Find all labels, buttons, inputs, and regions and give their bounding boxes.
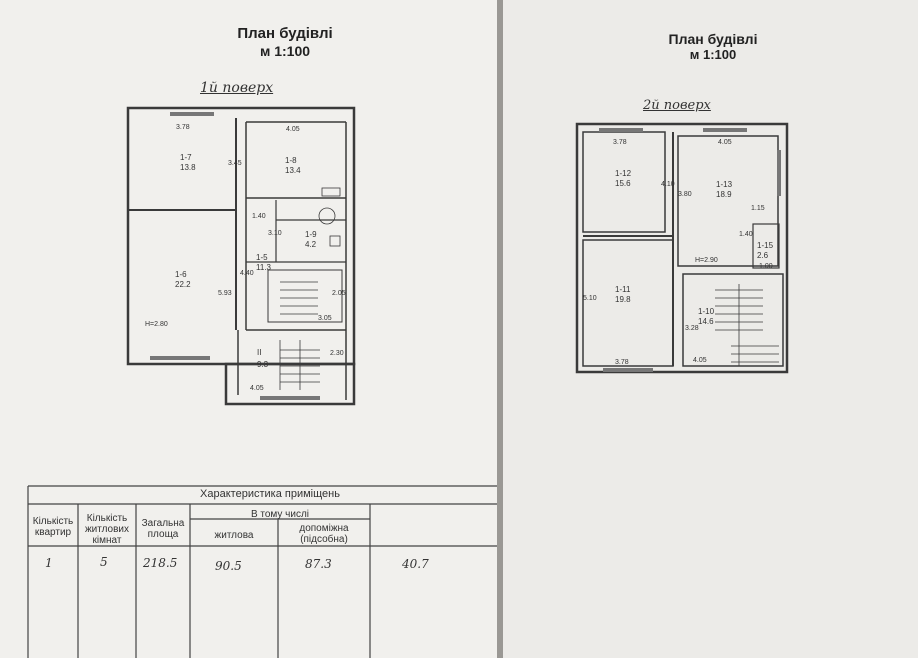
dim-right-5: 1.15 bbox=[751, 205, 765, 212]
room-1-11-area: 19.8 bbox=[615, 295, 631, 304]
header-living-rooms: Кількість житлових кімнат bbox=[84, 513, 130, 546]
header-including: В тому числі bbox=[250, 509, 310, 520]
header-total-area: Загальна площа bbox=[141, 518, 185, 540]
height-note-right: H=2.90 bbox=[695, 257, 718, 264]
room-1-5-area: 11.3 bbox=[256, 263, 272, 272]
ground-floor-plan: 1-7 13.8 1-8 13.4 1-6 22.2 1-5 11.3 1-9 … bbox=[126, 106, 356, 406]
dim-left-9: 3.05 bbox=[318, 315, 332, 322]
room-1-9-area: 4.2 bbox=[305, 240, 317, 249]
dim-left-5: 3.10 bbox=[268, 230, 282, 237]
dim-left-2: 4.05 bbox=[286, 126, 300, 133]
dim-right-9: 3.28 bbox=[685, 325, 699, 332]
value-living-rooms: 5 bbox=[100, 555, 108, 569]
room-1-5-id: 1-5 bbox=[256, 253, 268, 262]
room-1-6-area: 22.2 bbox=[175, 280, 191, 289]
dim-left-10: 2.30 bbox=[330, 350, 344, 357]
left-sheet-title: План будівлі bbox=[237, 25, 333, 42]
room-1-13-area: 18.9 bbox=[716, 190, 732, 199]
dim-left-3: 3.45 bbox=[228, 160, 242, 167]
room-1-7-area: 13.8 bbox=[180, 163, 196, 172]
header-auxiliary: допоміжна (підсобна) bbox=[299, 523, 349, 545]
table-caption: Характеристика приміщень bbox=[200, 488, 340, 500]
room-1-15-id: 1-15 bbox=[757, 241, 774, 250]
room-II-area: 9.3 bbox=[257, 360, 269, 369]
second-floor-plan: 1-12 15.6 1-13 18.9 1-11 19.8 1-10 14.6 … bbox=[575, 122, 789, 374]
value-total-area: 218.5 bbox=[143, 556, 178, 570]
dim-right-3: 4.10 bbox=[661, 181, 675, 188]
dim-right-8: 5.10 bbox=[583, 295, 597, 302]
dim-right-2: 4.05 bbox=[718, 139, 732, 146]
room-1-9-id: 1-9 bbox=[305, 230, 317, 239]
room-1-13-id: 1-13 bbox=[716, 180, 733, 189]
room-1-7-id: 1-7 bbox=[180, 153, 192, 162]
room-II-id: II bbox=[257, 348, 261, 357]
room-1-12-id: 1-12 bbox=[615, 169, 632, 178]
value-extra: 40.7 bbox=[402, 557, 429, 571]
right-sheet: План будівлі м 1:100 2й поверх bbox=[503, 0, 918, 658]
right-sheet-title: План будівлі bbox=[668, 31, 758, 47]
dim-left-4: 1.40 bbox=[252, 213, 266, 220]
value-living: 90.5 bbox=[215, 559, 242, 573]
room-1-15-area: 2.6 bbox=[757, 251, 769, 260]
dim-left-7: 5.93 bbox=[218, 290, 232, 297]
dim-right-4: 3.80 bbox=[678, 191, 692, 198]
dim-right-11: 4.05 bbox=[693, 357, 707, 364]
value-apartments: 1 bbox=[45, 556, 53, 570]
header-living: житлова bbox=[214, 530, 254, 541]
left-floor-label: 1й поверх bbox=[200, 80, 274, 96]
dim-right-7: 1.00 bbox=[759, 263, 773, 270]
room-1-8-area: 13.4 bbox=[285, 166, 301, 175]
value-auxiliary: 87.3 bbox=[305, 557, 332, 571]
left-sheet-scale: м 1:100 bbox=[259, 43, 311, 59]
right-sheet-scale: м 1:100 bbox=[689, 47, 737, 62]
left-sheet: План будівлі м 1:100 1й поверх bbox=[0, 0, 497, 658]
room-1-11-id: 1-11 bbox=[615, 285, 631, 294]
dim-left-1: 3.78 bbox=[176, 124, 190, 131]
room-1-12-area: 15.6 bbox=[615, 179, 631, 188]
dim-right-6: 1.40 bbox=[739, 231, 753, 238]
header-apartments: Кількість квартир bbox=[32, 516, 74, 538]
dim-left-11: 4.05 bbox=[250, 385, 264, 392]
height-note-left: H=2.80 bbox=[145, 321, 168, 328]
right-floor-label: 2й поверх bbox=[643, 98, 711, 113]
dim-right-10: 3.78 bbox=[615, 359, 629, 366]
room-1-6-id: 1-6 bbox=[175, 270, 187, 279]
room-1-10-area: 14.6 bbox=[698, 317, 714, 326]
dim-left-8: 2.05 bbox=[332, 290, 346, 297]
dim-right-1: 3.78 bbox=[613, 139, 627, 146]
dim-left-6: 4.40 bbox=[240, 270, 254, 277]
room-1-10-id: 1-10 bbox=[698, 307, 715, 316]
characteristics-table bbox=[27, 485, 497, 658]
room-1-8-id: 1-8 bbox=[285, 156, 297, 165]
